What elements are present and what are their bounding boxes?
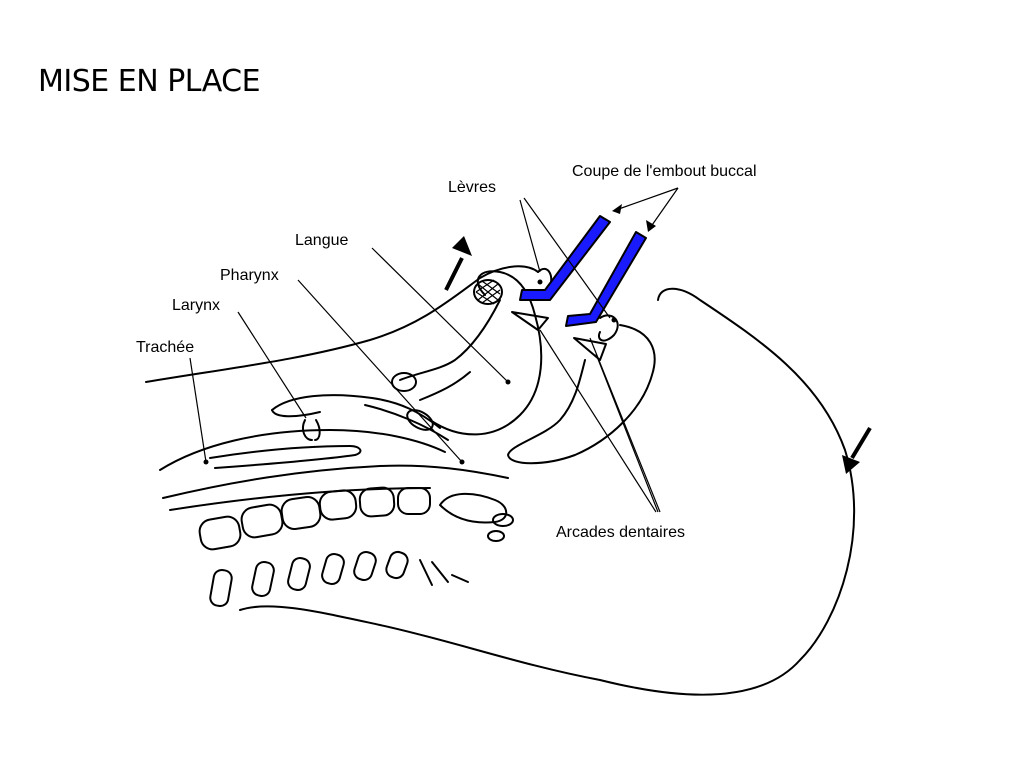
- arrow-up-icon: [444, 236, 472, 291]
- head-outline: [145, 265, 856, 696]
- vertebrae-upper: [198, 486, 514, 551]
- label-trachee: Trachée: [136, 339, 194, 356]
- page-title: MISE EN PLACE: [38, 64, 261, 99]
- arrow-down-icon: [842, 426, 872, 474]
- teeth: [511, 311, 607, 361]
- anchor-dots: [203, 279, 617, 465]
- vertebrae-lower: [209, 550, 469, 608]
- label-langue: Langue: [295, 232, 348, 249]
- label-levres: Lèvres: [448, 179, 496, 196]
- label-coupe: Coupe de l'embout buccal: [572, 163, 757, 180]
- label-larynx: Larynx: [172, 297, 220, 314]
- mouthpiece: [519, 215, 647, 327]
- label-pharynx: Pharynx: [220, 267, 279, 284]
- palate-mesh: [473, 279, 503, 305]
- leader-lines: [189, 187, 679, 513]
- oral-cavity: [209, 270, 543, 469]
- label-arcades: Arcades dentaires: [556, 524, 685, 541]
